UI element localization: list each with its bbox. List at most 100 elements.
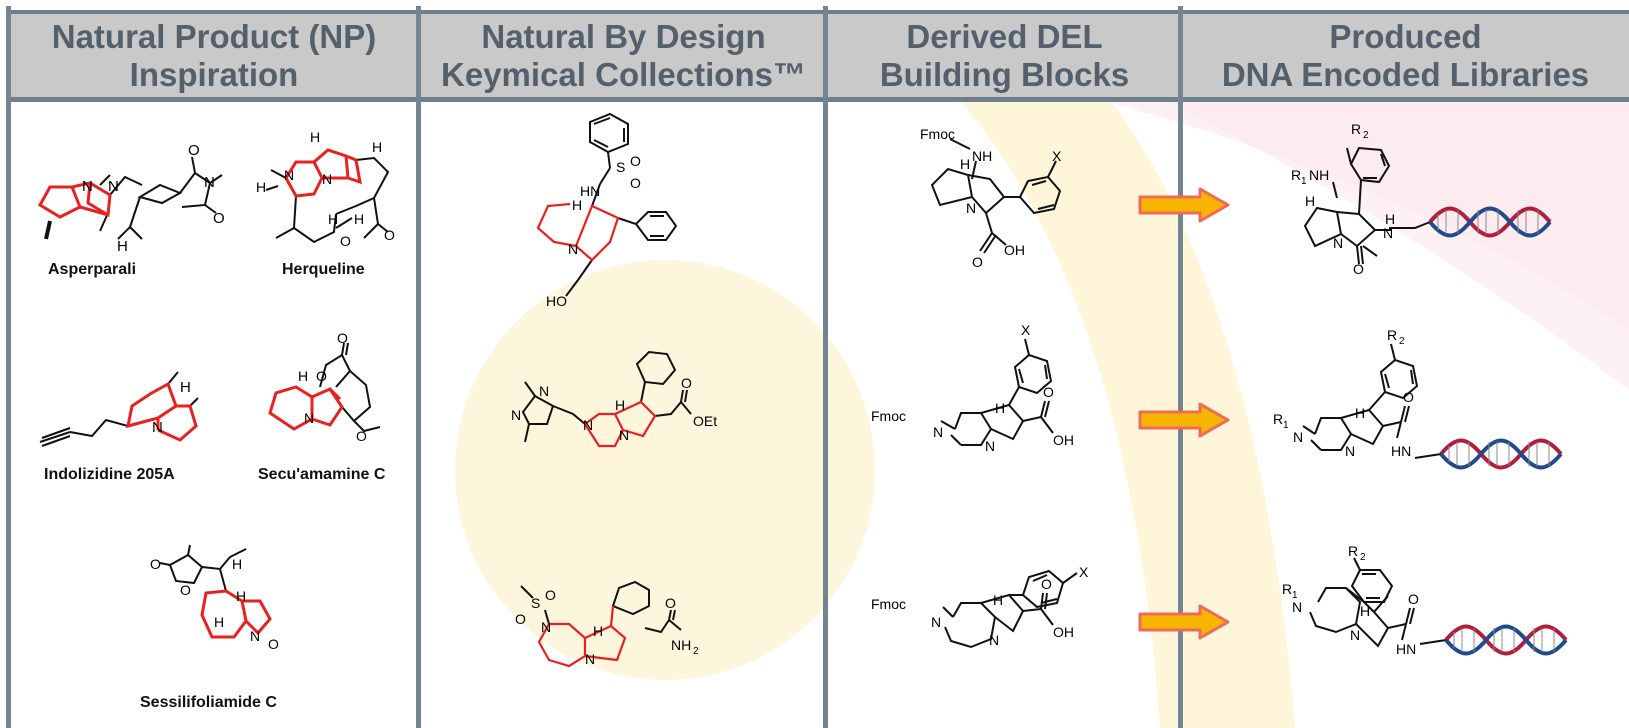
atom-label: 1	[1301, 176, 1307, 187]
atom-label: N	[966, 200, 976, 216]
header-np-inspiration: Natural Product (NP)Inspiration	[8, 10, 420, 102]
atom-label: 2	[693, 646, 699, 657]
atom-label: O	[268, 636, 279, 652]
structure-asperparali: N N H O O N	[30, 135, 225, 260]
structure-keymical-2: N N N H N O OEt	[495, 350, 730, 495]
atom-label: O	[1043, 384, 1054, 400]
atom-label: H	[236, 588, 246, 604]
atom-label: R	[1282, 581, 1292, 597]
structure-library-3: R 2 R 1 N H N O HN	[1270, 540, 1570, 695]
header-line: Inspiration	[129, 55, 299, 93]
atom-label: HN	[1391, 443, 1411, 459]
structure-building-block-2: X Fmoc N H N O OH	[871, 322, 1115, 490]
atom-label: N	[204, 174, 215, 191]
atom-label: H	[960, 156, 970, 172]
atom-label: O	[630, 175, 641, 191]
atom-label: 2	[1399, 336, 1405, 347]
atom-label: H	[214, 614, 224, 630]
atom-label: NH	[972, 148, 992, 164]
atom-label: N	[1383, 225, 1393, 241]
structure-keymical-1: S O O HN H N HO	[530, 110, 700, 315]
structure-keymical-3: S O O N H N O NH 2	[515, 580, 715, 715]
atom-label: NH	[1309, 167, 1329, 183]
dna-helix-icon	[1444, 624, 1568, 656]
atom-label: O	[1041, 576, 1052, 592]
atom-label: N	[585, 651, 595, 667]
atom-label: H	[354, 211, 364, 227]
atom-label: 2	[1360, 552, 1366, 563]
header-line: Keymical Collections™	[441, 55, 806, 93]
column-divider	[6, 6, 11, 728]
atom-label: H	[256, 179, 266, 195]
atom-label: R	[1273, 411, 1283, 427]
atom-label: O	[1403, 389, 1414, 405]
dna-helix-icon	[1439, 438, 1563, 470]
atom-label: N	[284, 167, 294, 183]
atom-label: H	[993, 592, 1003, 608]
atom-label: 1	[1292, 590, 1298, 601]
atom-label: Fmoc	[871, 596, 906, 612]
atom-label: OH	[1053, 432, 1074, 448]
background-pink-band	[1100, 100, 1629, 330]
dna-helix-icon	[1428, 206, 1552, 238]
atom-label: O	[630, 153, 641, 169]
atom-label: OH	[1004, 242, 1025, 258]
atom-label: N	[583, 417, 593, 433]
np-label-indolizidine-205a: Indolizidine 205A	[44, 466, 175, 483]
atom-label: O	[681, 375, 692, 391]
atom-label: X	[1052, 148, 1062, 164]
atom-label: R	[1351, 121, 1361, 137]
atom-label: N	[1292, 599, 1302, 615]
atom-label: 1	[1283, 420, 1289, 431]
atom-label: HO	[546, 293, 567, 309]
atom-label: H	[1360, 603, 1370, 619]
atom-label: O	[180, 582, 191, 598]
atom-label: Fmoc	[920, 126, 955, 142]
atom-label: O	[337, 330, 348, 346]
np-label-sessilifoliamide-c: Sessilifoliamide C	[140, 694, 277, 711]
atom-label: OH	[1053, 624, 1074, 640]
column-divider	[823, 6, 828, 728]
np-label-secuamamine-c: Secu'amamine C	[258, 466, 386, 483]
header-line: Derived DEL	[906, 17, 1103, 55]
np-label-herqueline: Herqueline	[282, 261, 365, 278]
atom-label: O	[972, 254, 983, 270]
atom-label: N	[619, 427, 629, 443]
structure-library-1: R 2 R 1 NH H N H N O	[1285, 118, 1552, 283]
atom-label: N	[108, 178, 119, 195]
atom-label: HN	[580, 183, 600, 199]
header-line: Building Blocks	[879, 55, 1130, 93]
atom-label: N	[511, 407, 521, 423]
atom-label: OEt	[693, 413, 717, 429]
header-line: Produced	[1329, 17, 1482, 55]
atom-label: N	[933, 424, 943, 440]
atom-label: NH	[671, 637, 691, 653]
atom-label: H	[328, 211, 338, 227]
column-divider	[1178, 6, 1183, 728]
atom-label: N	[322, 171, 332, 187]
atom-label: R	[1348, 543, 1358, 559]
atom-label: H	[593, 623, 603, 639]
atom-label: H	[298, 368, 308, 384]
arrow-right-icon	[1138, 402, 1230, 438]
atom-label: O	[213, 210, 225, 227]
atom-label: O	[545, 587, 556, 603]
atom-label: H	[572, 197, 582, 213]
structure-sessilifoliamide-c: O O H H H N O	[150, 544, 300, 690]
atom-label: N	[250, 628, 260, 644]
atom-label: N	[931, 614, 941, 630]
structure-secuamamine-c: O O H N O	[268, 330, 400, 465]
atom-label: N	[1293, 429, 1303, 445]
atom-label: O	[1353, 261, 1364, 277]
atom-label: HN	[1396, 641, 1416, 657]
atom-label: O	[515, 611, 526, 627]
structure-herqueline: N N H H H H H O O	[256, 128, 406, 263]
atom-label: N	[152, 419, 163, 436]
atom-label: H	[117, 238, 128, 255]
atom-label: O	[188, 142, 200, 159]
atom-label: O	[384, 227, 395, 243]
atom-label: N	[541, 619, 551, 635]
atom-label: O	[150, 556, 161, 572]
atom-label: H	[1355, 405, 1365, 421]
